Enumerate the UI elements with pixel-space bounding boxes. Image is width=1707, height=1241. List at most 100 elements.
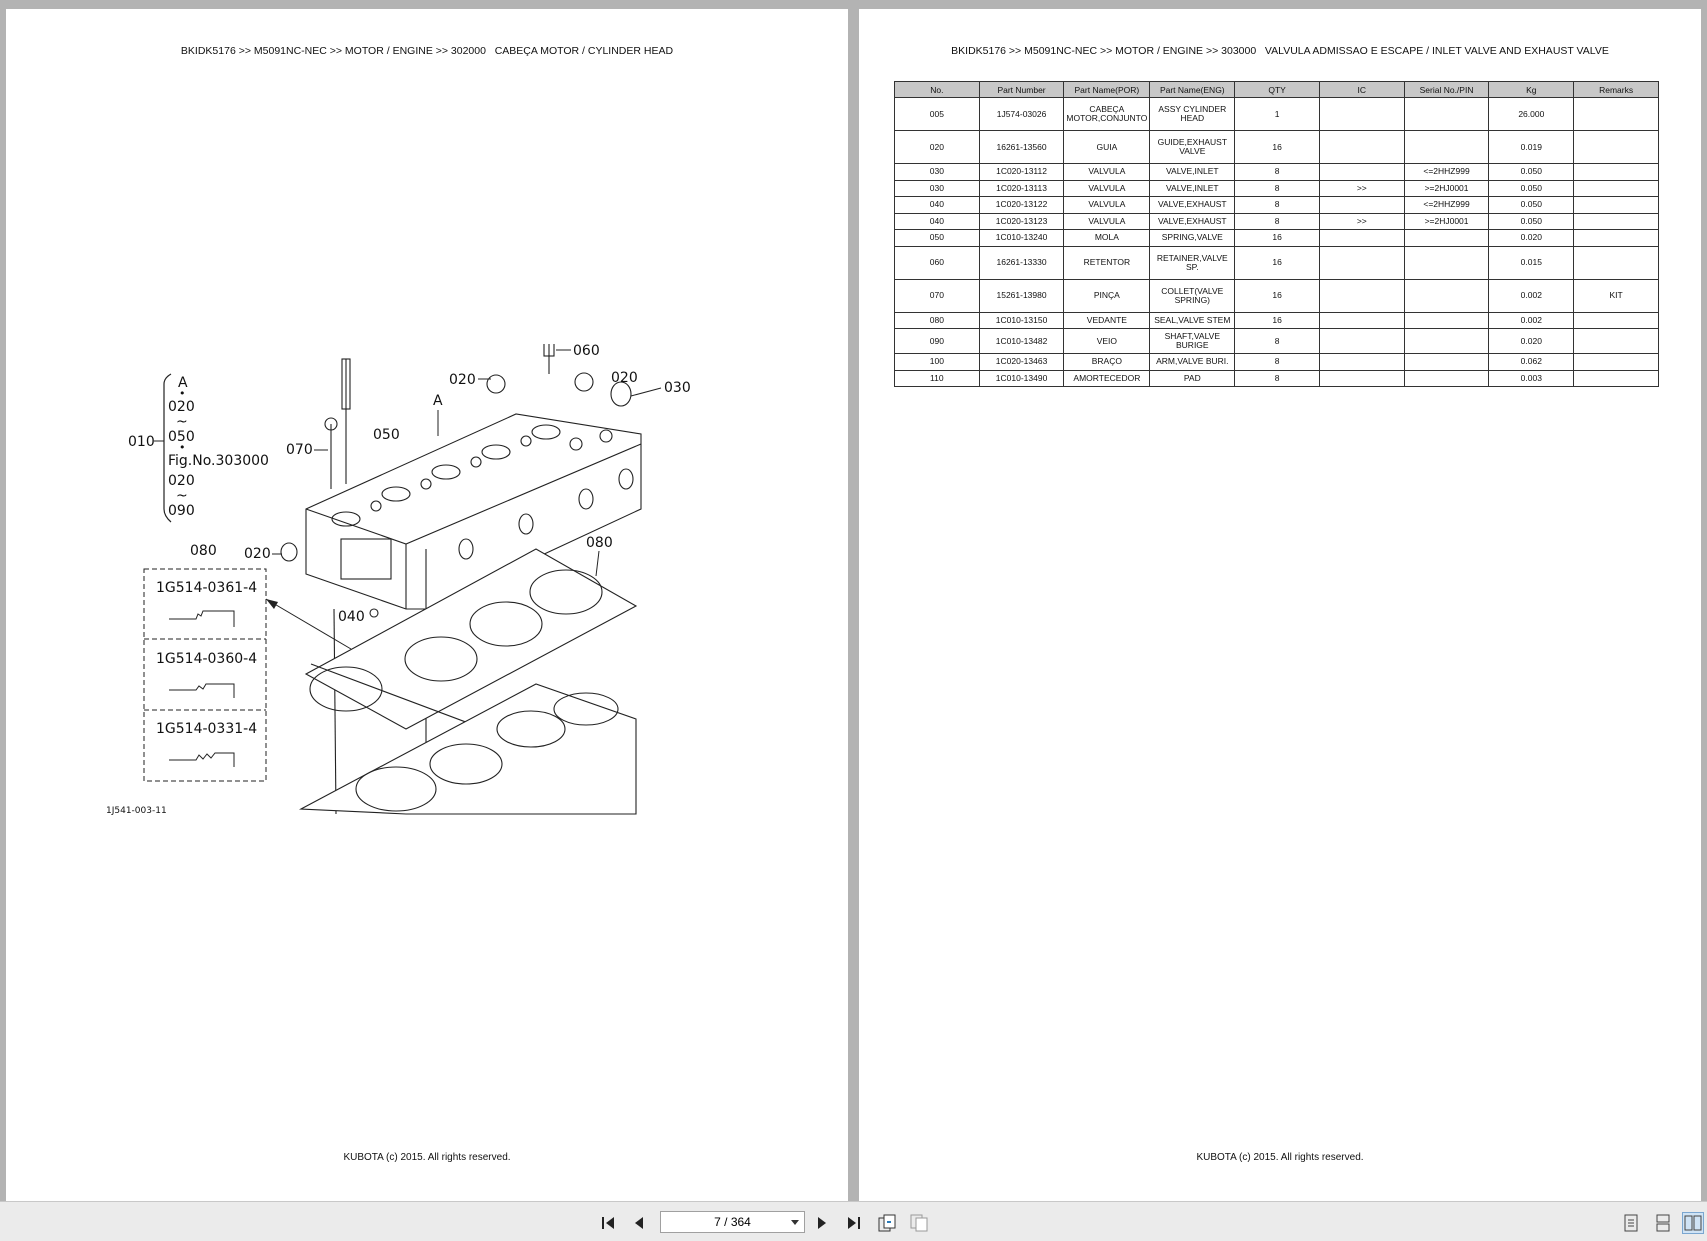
cell-kg: 0.050 bbox=[1488, 163, 1575, 181]
cell-name-por: VEDANTE bbox=[1063, 311, 1151, 329]
next-page-icon bbox=[818, 1217, 826, 1229]
callout-020-right: 020 bbox=[611, 370, 638, 386]
cell-ic bbox=[1318, 97, 1405, 131]
cell-qty: 8 bbox=[1234, 369, 1320, 387]
cell-kg: 0.003 bbox=[1488, 369, 1575, 387]
col-header-ic: IC bbox=[1318, 81, 1405, 98]
cell-ic: >> bbox=[1318, 179, 1405, 197]
callout-070: 070 bbox=[286, 442, 313, 458]
callout-080-box: 080 bbox=[190, 543, 217, 559]
col-header-name-por: Part Name(POR) bbox=[1063, 81, 1151, 98]
cell-no: 100 bbox=[894, 353, 980, 371]
cell-serial bbox=[1403, 229, 1490, 247]
cell-remarks bbox=[1573, 179, 1659, 197]
cell-no: 090 bbox=[894, 328, 980, 354]
cell-kg: 0.020 bbox=[1488, 229, 1575, 247]
col-header-qty: QTY bbox=[1234, 81, 1320, 98]
bracket-tilde-1: ~ bbox=[176, 414, 188, 430]
cell-remarks bbox=[1573, 130, 1659, 164]
prev-page-button[interactable] bbox=[628, 1212, 650, 1234]
bracket-tilde-2: ~ bbox=[176, 488, 188, 504]
viewer-toolbar: 7 / 364 bbox=[0, 1201, 1707, 1241]
cell-no: 030 bbox=[894, 163, 980, 181]
cell-no: 020 bbox=[894, 130, 980, 164]
cell-serial bbox=[1403, 328, 1490, 354]
cell-name-por: AMORTECEDOR bbox=[1063, 369, 1151, 387]
cell-qty: 16 bbox=[1234, 245, 1320, 280]
callout-060: 060 bbox=[573, 344, 600, 359]
cell-kg: 26.000 bbox=[1488, 97, 1575, 131]
cell-name-eng: GUIDE,EXHAUST VALVE bbox=[1149, 130, 1236, 164]
cell-name-por: VEIO bbox=[1063, 328, 1151, 354]
cell-name-por: RETENTOR bbox=[1063, 245, 1151, 280]
cell-serial bbox=[1403, 353, 1490, 371]
page-breadcrumb: BKIDK5176 >> M5091NC-NEC >> MOTOR / ENGI… bbox=[951, 45, 1609, 57]
rotate-button[interactable] bbox=[876, 1212, 898, 1234]
two-page-view-button[interactable] bbox=[1682, 1212, 1704, 1234]
callout-030: 030 bbox=[664, 380, 691, 396]
cell-ic bbox=[1318, 278, 1405, 313]
cell-no: 080 bbox=[894, 311, 980, 329]
cell-qty: 16 bbox=[1234, 311, 1320, 329]
cell-remarks bbox=[1573, 196, 1659, 214]
cell-ic bbox=[1318, 369, 1405, 387]
cell-name-eng: SHAFT,VALVE BURIGE bbox=[1149, 328, 1236, 354]
bracket-dot-2: • bbox=[179, 441, 186, 454]
cell-name-por: CABEÇA MOTOR,CONJUNTO bbox=[1063, 97, 1151, 131]
cell-serial bbox=[1403, 369, 1490, 387]
cell-part-number: 1C020-13463 bbox=[978, 353, 1065, 371]
cell-remarks bbox=[1573, 97, 1659, 131]
cell-name-eng: ARM,VALVE BURI. bbox=[1149, 353, 1236, 371]
cell-qty: 8 bbox=[1234, 163, 1320, 181]
continuous-view-button[interactable] bbox=[1652, 1212, 1674, 1234]
first-page-button[interactable] bbox=[598, 1212, 620, 1234]
cell-name-eng: VALVE,INLET bbox=[1149, 179, 1236, 197]
rotate-disabled-button[interactable] bbox=[908, 1212, 930, 1234]
cell-serial: <=2HHZ999 bbox=[1403, 163, 1490, 181]
cell-part-number: 1C010-13150 bbox=[978, 311, 1065, 329]
cell-name-eng: COLLET(VALVE SPRING) bbox=[1149, 278, 1236, 313]
cell-qty: 8 bbox=[1234, 353, 1320, 371]
col-header-part-number: Part Number bbox=[978, 81, 1065, 98]
callout-a: A bbox=[433, 393, 443, 409]
single-page-view-icon bbox=[1624, 1214, 1638, 1232]
rotate-disabled-icon bbox=[910, 1214, 928, 1232]
cell-name-eng: PAD bbox=[1149, 369, 1236, 387]
cell-remarks bbox=[1573, 369, 1659, 387]
cell-name-por: VALVULA bbox=[1063, 196, 1151, 214]
cell-qty: 16 bbox=[1234, 229, 1320, 247]
cell-kg: 0.062 bbox=[1488, 353, 1575, 371]
page-number-field[interactable]: 7 / 364 bbox=[660, 1211, 805, 1233]
chevron-down-icon[interactable] bbox=[791, 1220, 799, 1225]
cell-remarks bbox=[1573, 353, 1659, 371]
cell-part-number: 15261-13980 bbox=[978, 278, 1065, 313]
two-page-view-icon bbox=[1684, 1215, 1702, 1231]
cell-kg: 0.019 bbox=[1488, 130, 1575, 164]
cell-qty: 8 bbox=[1234, 196, 1320, 214]
cell-name-por: MOLA bbox=[1063, 229, 1151, 247]
cell-serial: >=2HJ0001 bbox=[1403, 212, 1490, 230]
cell-kg: 0.015 bbox=[1488, 245, 1575, 280]
single-page-view-button[interactable] bbox=[1620, 1212, 1642, 1234]
prev-page-icon bbox=[635, 1217, 643, 1229]
next-page-button[interactable] bbox=[811, 1212, 833, 1234]
cylinder-block-drawing bbox=[298, 683, 637, 815]
cell-qty: 8 bbox=[1234, 179, 1320, 197]
bracket-dot-1: • bbox=[179, 387, 186, 400]
cell-ic bbox=[1318, 163, 1405, 181]
cell-name-eng: SEAL,VALVE STEM bbox=[1149, 311, 1236, 329]
cell-name-por: VALVULA bbox=[1063, 163, 1151, 181]
gasket-part-3: 1G514-0331-4 bbox=[156, 721, 257, 737]
col-header-no: No. bbox=[894, 81, 980, 98]
cell-kg: 0.002 bbox=[1488, 278, 1575, 313]
cell-name-por: VALVULA bbox=[1063, 179, 1151, 197]
last-page-button[interactable] bbox=[842, 1212, 864, 1234]
callout-020-left: 020 bbox=[244, 546, 271, 562]
col-header-remarks: Remarks bbox=[1573, 81, 1659, 98]
